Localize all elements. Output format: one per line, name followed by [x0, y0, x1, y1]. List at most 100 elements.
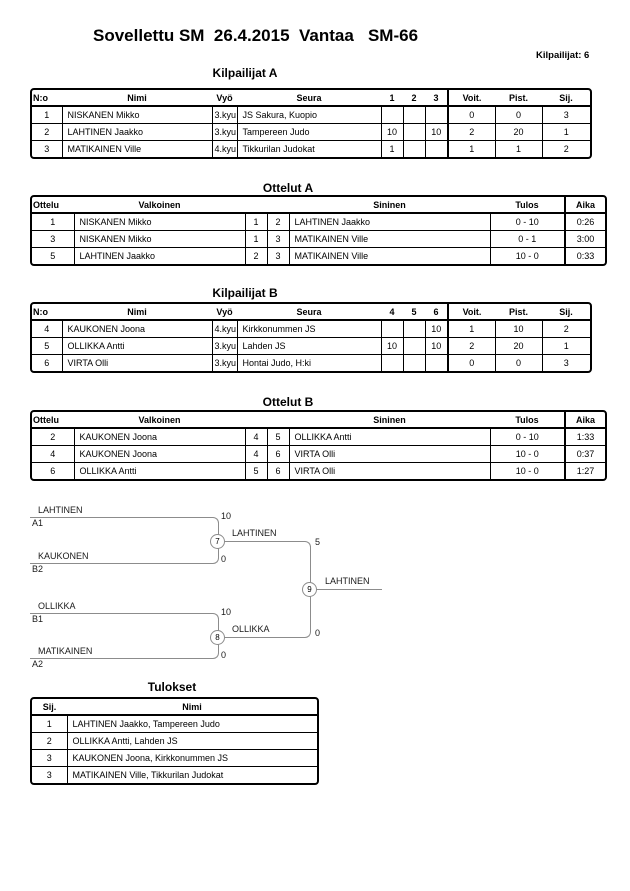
cell: 3.kyu — [211, 353, 238, 371]
col-header: Seura — [237, 304, 381, 321]
cell: 2 — [447, 122, 496, 141]
bracket-seed-label: A1 — [32, 518, 44, 528]
header-row: Sij. Nimi — [32, 699, 317, 716]
cell: 1 — [380, 139, 404, 157]
col-header: Voit. — [447, 90, 495, 107]
cell: LAHTINEN Jaakko — [73, 246, 246, 264]
cell: 0 — [447, 105, 496, 124]
table-row: 5 LAHTINEN Jaakko 2 3 MATIKAINEN Ville 1… — [32, 246, 605, 264]
page-title: Sovellettu SM 26.4.2015 Vantaa SM-66 — [93, 26, 419, 45]
cell: 1 — [244, 229, 268, 248]
cell — [380, 353, 404, 371]
cell: 3 — [266, 229, 290, 248]
cell: 6 — [266, 461, 290, 479]
bracket-entrant-name: KAUKONEN — [38, 551, 89, 561]
cell: LAHTINEN Jaakko, Tampereen Judo — [66, 714, 317, 733]
cell: 0 - 10 — [489, 212, 566, 231]
section-title-tulokset: Tulokset — [147, 680, 197, 694]
cell: MATIKAINEN Ville — [288, 246, 491, 264]
col-header: Ottelu — [32, 197, 74, 214]
header-row: N:o Nimi Vyö Seura 4 5 6 Voit. Pist. Sij… — [32, 304, 590, 321]
cell: 10 — [494, 319, 543, 338]
table-row: 1 NISKANEN Mikko 1 2 LAHTINEN Jaakko 0 -… — [32, 212, 605, 231]
col-header: Nimi — [62, 304, 212, 321]
cell: 10 — [424, 319, 449, 338]
table-row: 2 LAHTINEN Jaakko 3.kyu Tampereen Judo 1… — [32, 122, 590, 141]
cell: 2 — [244, 246, 268, 264]
bracket-line-final-bottom — [217, 589, 311, 638]
cell: 2 — [32, 427, 75, 446]
col-header: Sij. — [542, 90, 590, 107]
col-header: Valkoinen — [74, 197, 245, 214]
cell: 3.kyu — [211, 336, 238, 355]
cell — [402, 122, 426, 141]
cell: 10 — [424, 122, 449, 141]
bracket-winner-name: OLLIKKA — [232, 624, 270, 634]
table-row: 3 MATIKAINEN Ville, Tikkurilan Judokat — [32, 765, 317, 783]
cell: 2 — [266, 212, 290, 231]
cell — [380, 319, 404, 338]
section-title-kilpailijat-b: Kilpailijat B — [212, 286, 278, 300]
col-header: Nimi — [62, 90, 212, 107]
cell: 2 — [32, 122, 63, 141]
col-header: 4 — [381, 304, 403, 321]
cell: 5 — [32, 336, 63, 355]
cell: NISKANEN Mikko — [73, 212, 246, 231]
cell — [402, 336, 426, 355]
col-header: Tulos — [490, 197, 565, 214]
col-header: 3 — [425, 90, 448, 107]
cell: 3.kyu — [211, 122, 238, 141]
header-row: Ottelu Valkoinen Sininen Tulos Aika — [32, 197, 605, 214]
bracket-line-winner — [310, 589, 382, 590]
cell: 1 — [541, 122, 590, 141]
cell: 0:37 — [564, 444, 605, 463]
bracket-seed-label: B2 — [32, 564, 44, 574]
cell: Lahden JS — [236, 336, 382, 355]
col-header: Sininen — [289, 197, 490, 214]
participants-count-label: Kilpailijat: 6 — [536, 50, 590, 61]
col-header: Ottelu — [32, 412, 74, 429]
ottelut-b-table: Ottelu Valkoinen Sininen Tulos Aika 2 KA… — [30, 410, 607, 481]
cell: 0 — [447, 353, 496, 371]
cell: JS Sakura, Kuopio — [236, 105, 382, 124]
cell: 4 — [32, 319, 63, 338]
cell: 20 — [494, 122, 543, 141]
cell: 1 — [244, 212, 268, 231]
cell: VIRTA Olli — [288, 444, 491, 463]
cell — [402, 319, 426, 338]
bracket-seed-label: B1 — [32, 614, 44, 624]
table-row: 1 LAHTINEN Jaakko, Tampereen Judo — [32, 714, 317, 733]
col-header: N:o — [32, 304, 62, 321]
col-header: 2 — [403, 90, 425, 107]
col-header: Aika — [564, 197, 605, 214]
col-header: Aika — [564, 412, 605, 429]
cell: OLLIKKA Antti — [73, 461, 246, 479]
cell: 3 — [266, 246, 290, 264]
kilpailijat-b-grid: N:o Nimi Vyö Seura 4 5 6 Voit. Pist. Sij… — [32, 304, 590, 371]
cell: 0 - 10 — [489, 427, 566, 446]
col-header: Nimi — [67, 699, 317, 716]
table-row: 4 KAUKONEN Joona 4.kyu Kirkkonummen JS 1… — [32, 319, 590, 338]
cell: 10 - 0 — [489, 246, 566, 264]
cell: 2 — [32, 731, 68, 750]
cell: Hontai Judo, H:ki — [236, 353, 382, 371]
cell: KAUKONEN Joona — [61, 319, 213, 338]
cell: OLLIKKA Antti, Lahden JS — [66, 731, 317, 750]
match-number-badge: 8 — [210, 630, 225, 645]
table-row: 2 OLLIKKA Antti, Lahden JS — [32, 731, 317, 750]
cell: Tikkurilan Judokat — [236, 139, 382, 157]
cell — [424, 139, 449, 157]
col-header: Vyö — [212, 304, 237, 321]
col-header: Valkoinen — [74, 412, 245, 429]
kilpailijat-b-table: N:o Nimi Vyö Seura 4 5 6 Voit. Pist. Sij… — [30, 302, 592, 373]
cell: MATIKAINEN Ville, Tikkurilan Judokat — [66, 765, 317, 783]
cell: 1:33 — [564, 427, 605, 446]
cell: 2 — [541, 319, 590, 338]
cell: LAHTINEN Jaakko — [288, 212, 491, 231]
col-header — [245, 412, 267, 429]
cell: 1 — [494, 139, 543, 157]
cell: KAUKONEN Joona — [73, 427, 246, 446]
cell: VIRTA Olli — [61, 353, 213, 371]
cell: 4 — [244, 444, 268, 463]
